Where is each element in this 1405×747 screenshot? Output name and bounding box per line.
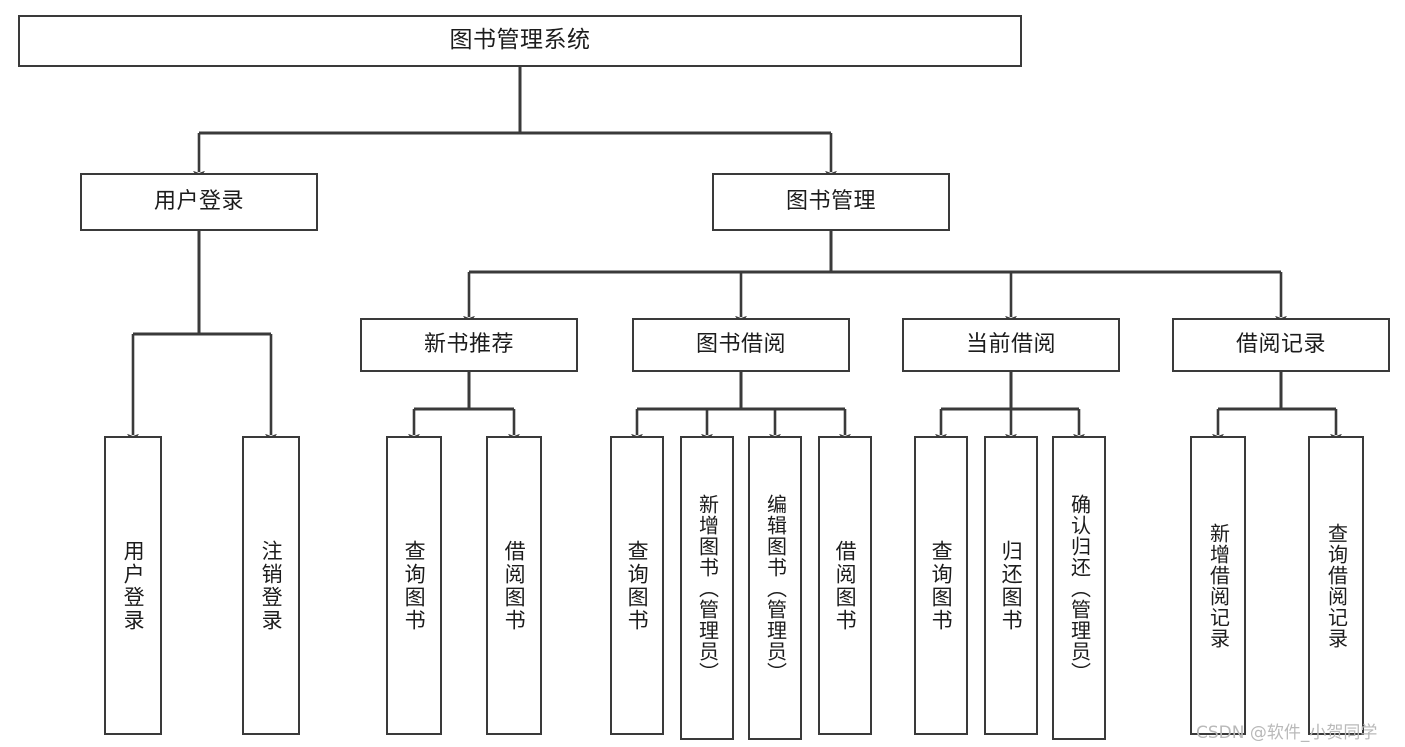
csdn-watermark: CSDN @软件_小贺同学	[1196, 723, 1378, 743]
leaf-borrow-borrow-book[interactable]: 借阅图书	[818, 436, 872, 735]
node-label: 查询图书	[402, 539, 427, 632]
node-label: 图书管理	[785, 189, 876, 215]
node-label: 查询借阅记录	[1324, 522, 1349, 649]
node-book-borrow[interactable]: 图书借阅	[632, 318, 850, 372]
leaf-current-query-book[interactable]: 查询图书	[914, 436, 968, 735]
leaf-record-query-borrow-record[interactable]: 查询借阅记录	[1308, 436, 1364, 735]
node-label: 编辑图书（管理员）	[763, 493, 788, 683]
leaf-logout[interactable]: 注销登录	[242, 436, 300, 735]
node-label: 查询图书	[625, 539, 650, 632]
leaf-borrow-add-book-admin[interactable]: 新增图书（管理员）	[680, 436, 734, 740]
node-label: 当前借阅	[965, 332, 1056, 358]
leaf-newbook-borrow-book[interactable]: 借阅图书	[486, 436, 542, 735]
node-label: 注销登录	[259, 539, 284, 632]
node-label: 查询图书	[929, 539, 954, 632]
node-label: 确认归还（管理员）	[1067, 493, 1092, 683]
node-current-borrow[interactable]: 当前借阅	[902, 318, 1120, 372]
leaf-current-return-book[interactable]: 归还图书	[984, 436, 1038, 735]
node-label: 新书推荐	[423, 332, 514, 358]
leaf-user-login[interactable]: 用户登录	[104, 436, 162, 735]
node-user-login[interactable]: 用户登录	[80, 173, 318, 231]
leaf-current-confirm-return-admin[interactable]: 确认归还（管理员）	[1052, 436, 1106, 740]
node-label: 新增图书（管理员）	[695, 493, 720, 683]
leaf-borrow-edit-book-admin[interactable]: 编辑图书（管理员）	[748, 436, 802, 740]
node-label: 借阅图书	[833, 539, 858, 632]
node-book-management[interactable]: 图书管理	[712, 173, 950, 231]
node-label: 新增借阅记录	[1206, 522, 1231, 649]
node-new-book-recommend[interactable]: 新书推荐	[360, 318, 578, 372]
node-label: 借阅图书	[502, 539, 527, 632]
leaf-borrow-query-book[interactable]: 查询图书	[610, 436, 664, 735]
leaf-record-add-borrow-record[interactable]: 新增借阅记录	[1190, 436, 1246, 735]
node-borrow-record[interactable]: 借阅记录	[1172, 318, 1390, 372]
node-label: 用户登录	[121, 539, 146, 632]
connector-lines	[127, 67, 1342, 444]
leaf-newbook-query-book[interactable]: 查询图书	[386, 436, 442, 735]
node-label: 用户登录	[153, 189, 244, 215]
node-label: 图书借阅	[695, 332, 786, 358]
node-root-library-system[interactable]: 图书管理系统	[18, 15, 1022, 67]
node-label: 图书管理系统	[449, 27, 591, 54]
node-label: 借阅记录	[1235, 332, 1326, 358]
node-label: 归还图书	[999, 539, 1024, 632]
